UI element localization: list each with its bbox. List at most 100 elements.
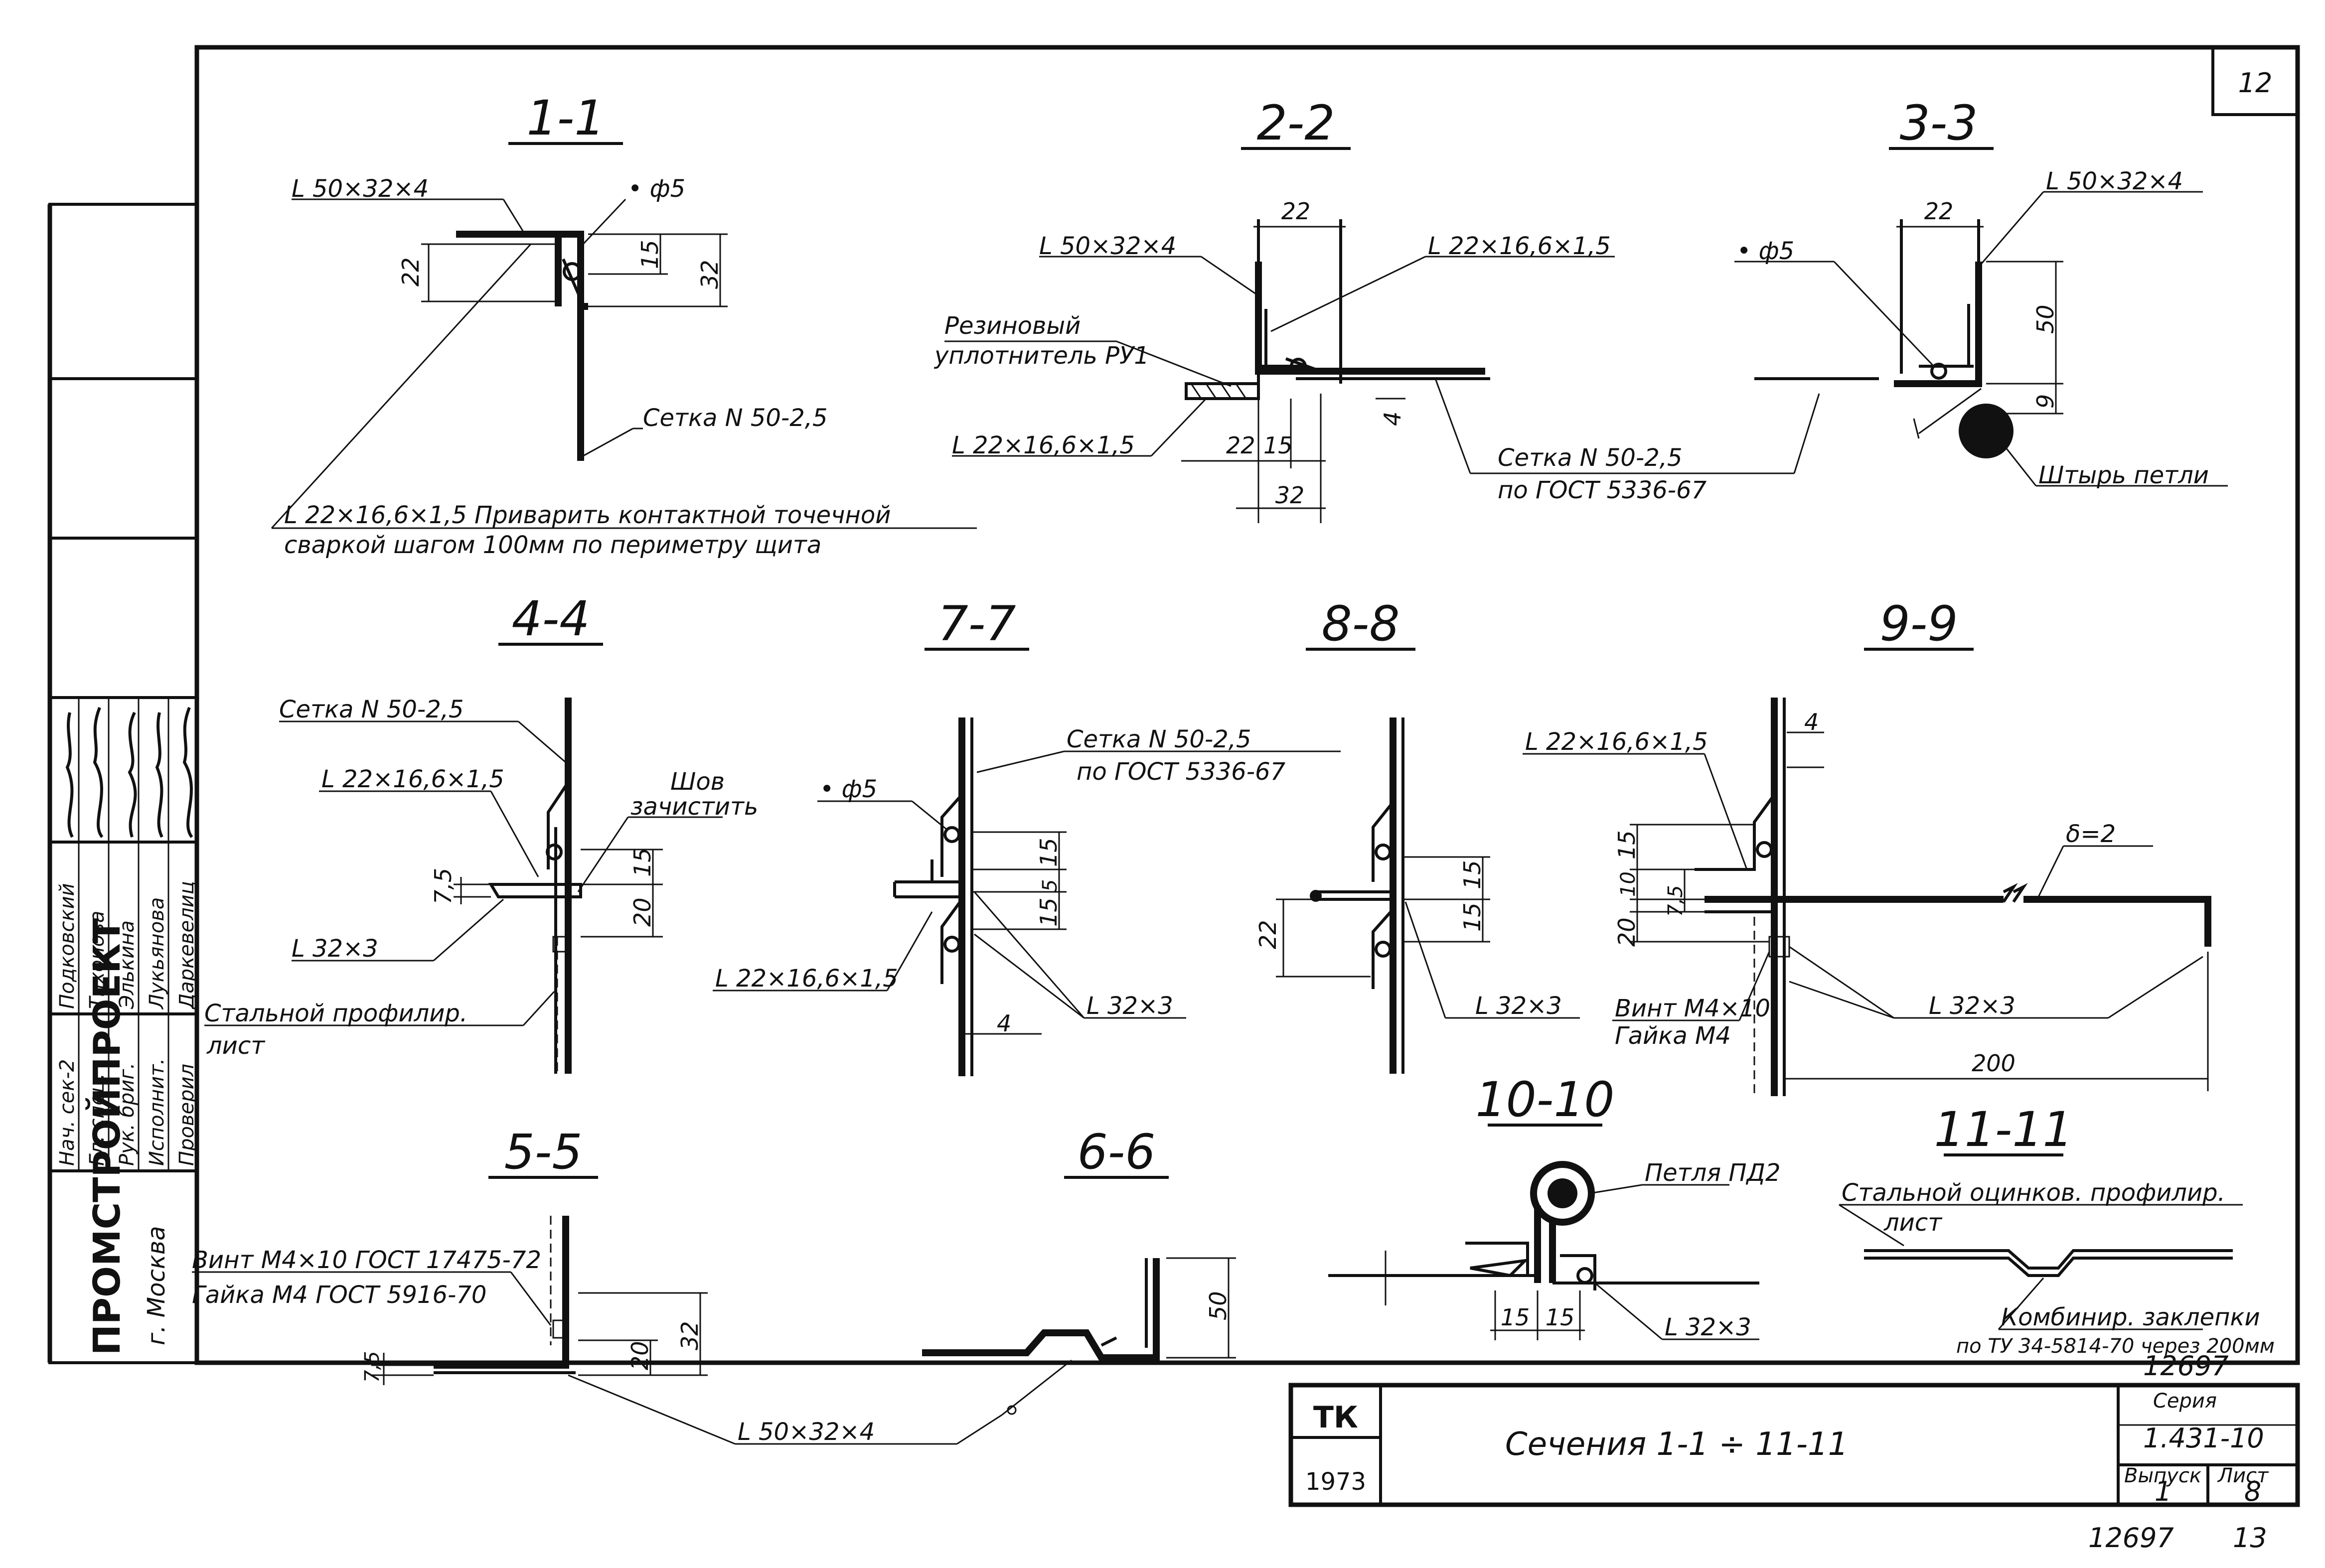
bottom-code: 12697 [2088, 1522, 2174, 1554]
title-block: ТК 1973 Сечения 1-1 ÷ 11-11 12697 Серия … [1288, 1350, 2300, 1507]
corner-number: 12 [2238, 67, 2273, 99]
section-4-4: 4-4 Сетка N 50-2,5 L 22×16,6×1,5 Шов зач… [204, 591, 758, 1074]
section-title-9-9: 9-9 [1880, 596, 1958, 652]
dim-4-4-b: 15 [629, 848, 656, 877]
corner-number-box [2211, 46, 2299, 116]
series-value: 1.431-10 [2143, 1423, 2264, 1454]
dim-4-4-c: 20 [629, 897, 656, 927]
stamp-name-2: Тихонова [86, 911, 109, 1009]
issue-value: 1 [2155, 1476, 2171, 1507]
section-title-4-4: 4-4 [512, 591, 590, 647]
label-rod-d5: • ф5 [628, 175, 685, 203]
signature-3 [128, 712, 137, 838]
stamp-name-1: Подковский [56, 883, 79, 1009]
label-2-2-angle-bottom: L 22×16,6×1,5 [952, 431, 1135, 459]
signature-1 [65, 712, 74, 838]
label-7-7-angle-32: L 32×3 [1086, 992, 1173, 1020]
section-10-10: 10-10 Петля ПД2 15 15 L 32×3 [1328, 1072, 1781, 1341]
dim-10-10-b: 15 [1546, 1304, 1575, 1331]
series-label: Серия [2153, 1390, 2217, 1413]
dim-9-9-d: 20 [1613, 917, 1640, 947]
dim-5-5-c: 32 [676, 1321, 703, 1350]
dim-1-1-a: 22 [397, 257, 424, 286]
dim-7-7-a: 15 [1035, 838, 1062, 867]
sheet-no-label: Лист [2217, 1464, 2269, 1487]
label-2-2-mesh-1: Сетка N 50-2,5 [1498, 444, 1683, 472]
label-profiled-sheet-1: Стальной профилир. [204, 999, 467, 1027]
section-title-3-3: 3-3 [1900, 95, 1978, 151]
dim-8-8-c: 22 [1254, 920, 1281, 949]
dim-9-9-a: 15 [1613, 830, 1640, 859]
bottom-page: 13 [2233, 1522, 2267, 1554]
stamp-name-3: Элькина [116, 920, 139, 1009]
dim-5-5-a: 7,5 [361, 1351, 384, 1383]
dim-10-10-a: 15 [1501, 1304, 1530, 1331]
pin-circle [1959, 404, 2014, 458]
stamp-role-5: Проверил [175, 1064, 198, 1166]
section-title-1-1: 1-1 [527, 90, 605, 146]
section-title-2-2: 2-2 [1257, 95, 1335, 151]
signature-2 [93, 707, 104, 838]
signature-5 [182, 707, 193, 838]
section-6-6: 6-6 50 [922, 1124, 1236, 1445]
section-11-11: 11-11 Стальной оцинков. профилир. лист К… [1839, 1102, 2275, 1358]
dim-6-6-a: 50 [1205, 1291, 1232, 1320]
dim-2-2-c: 32 [1275, 482, 1305, 509]
label-galvanized-sheet-2: лист [1883, 1209, 1943, 1237]
sheet-title: Сечения 1-1 ÷ 11-11 [1505, 1426, 1848, 1463]
section-title-8-8: 8-8 [1322, 596, 1400, 652]
label-4-4-mesh: Сетка N 50-2,5 [279, 696, 464, 723]
stamp-role-2: Гл. спец. [86, 1073, 109, 1166]
section-3-3: 3-3 22 • ф5 L 50×32×4 50 9 Штырь петли [1734, 95, 2228, 489]
label-rivets-1: Комбинир. заклепки [2001, 1303, 2260, 1331]
label-rubber-seal-1: Резиновый [944, 312, 1081, 340]
label-9-9-angle-small: L 22×16,6×1,5 [1525, 728, 1708, 756]
section-5-5: 5-5 20 32 7,5 Винт М4×10 ГОСТ 17475-72 Г… [192, 1124, 957, 1446]
section-2-2: 2-2 22 L 50×32×4 L 22×16,6×1,5 Резиновый… [933, 95, 1820, 523]
section-title-5-5: 5-5 [504, 1124, 583, 1180]
dim-9-9-length: 200 [1972, 1050, 2015, 1077]
signature-4 [155, 712, 163, 838]
dim-2-2-top: 22 [1281, 198, 1311, 225]
label-2-2-angle: L 50×32×4 [1039, 232, 1176, 260]
label-5-5-angle: L 50×32×4 [738, 1418, 875, 1446]
label-screw-gost: Винт М4×10 ГОСТ 17475-72 [192, 1246, 541, 1274]
label-7-7-mesh-1: Сетка N 50-2,5 [1067, 725, 1251, 753]
label-screw-m4: Винт М4×10 [1615, 995, 1770, 1022]
label-nut-gost: Гайка М4 ГОСТ 5916-70 [192, 1281, 486, 1309]
year-label: 1973 [1305, 1468, 1366, 1496]
dim-3-3-top: 22 [1924, 198, 1954, 225]
label-3-3-angle: L 50×32×4 [2046, 167, 2183, 195]
section-title-10-10: 10-10 [1476, 1072, 1615, 1128]
label-8-8-angle-32: L 32×3 [1475, 992, 1562, 1020]
dim-4-4-a: 7,5 [430, 868, 457, 904]
stamp-role-4: Исполнит. [146, 1058, 168, 1166]
label-galvanized-sheet-1: Стальной оцинков. профилир. [1842, 1179, 2225, 1207]
label-rubber-seal-2: уплотнитель РУ1 [933, 342, 1149, 370]
label-pin: Штырь петли [2038, 461, 2209, 489]
dim-8-8-b: 15 [1459, 902, 1486, 932]
label-4-4-angle-32: L 32×3 [292, 935, 378, 963]
stamp-role-3: Рук. бриг. [116, 1063, 139, 1166]
dim-7-7-b: 5 [1039, 879, 1062, 892]
label-nut-m4: Гайка М4 [1615, 1022, 1731, 1050]
label-loop: Петля ПД2 [1645, 1159, 1781, 1187]
dim-9-9-top: 4 [1804, 709, 1819, 735]
tk-label: ТК [1313, 1400, 1358, 1435]
section-title-7-7: 7-7 [938, 596, 1016, 652]
label-7-7-mesh-2: по ГОСТ 5336-67 [1077, 758, 1286, 786]
dim-7-7-c: 15 [1035, 897, 1062, 927]
section-7-7: 7-7 Сетка N 50-2,5 по ГОСТ 5336-67 • ф5 … [713, 596, 1341, 1076]
label-2-2-mesh-2: по ГОСТ 5336-67 [1498, 476, 1707, 504]
sheet-no-value: 8 [2244, 1476, 2261, 1507]
note-weld-2: сваркой шагом 100мм по периметру щита [284, 531, 821, 559]
section-9-9: 9-9 4 L 22×16,6×1,5 δ=2 15 10 7,5 20 Вин… [1523, 596, 2211, 1096]
label-mesh-1-1: Сетка N 50-2,5 [643, 404, 828, 432]
label-profiled-sheet-2: лист [206, 1032, 266, 1060]
dim-3-3-a: 50 [2032, 304, 2059, 334]
dim-9-9-c: 7,5 [1664, 885, 1687, 917]
label-angle-50x32x4: L 50×32×4 [292, 175, 429, 203]
label-3-3-rod: • ф5 [1737, 237, 1794, 265]
